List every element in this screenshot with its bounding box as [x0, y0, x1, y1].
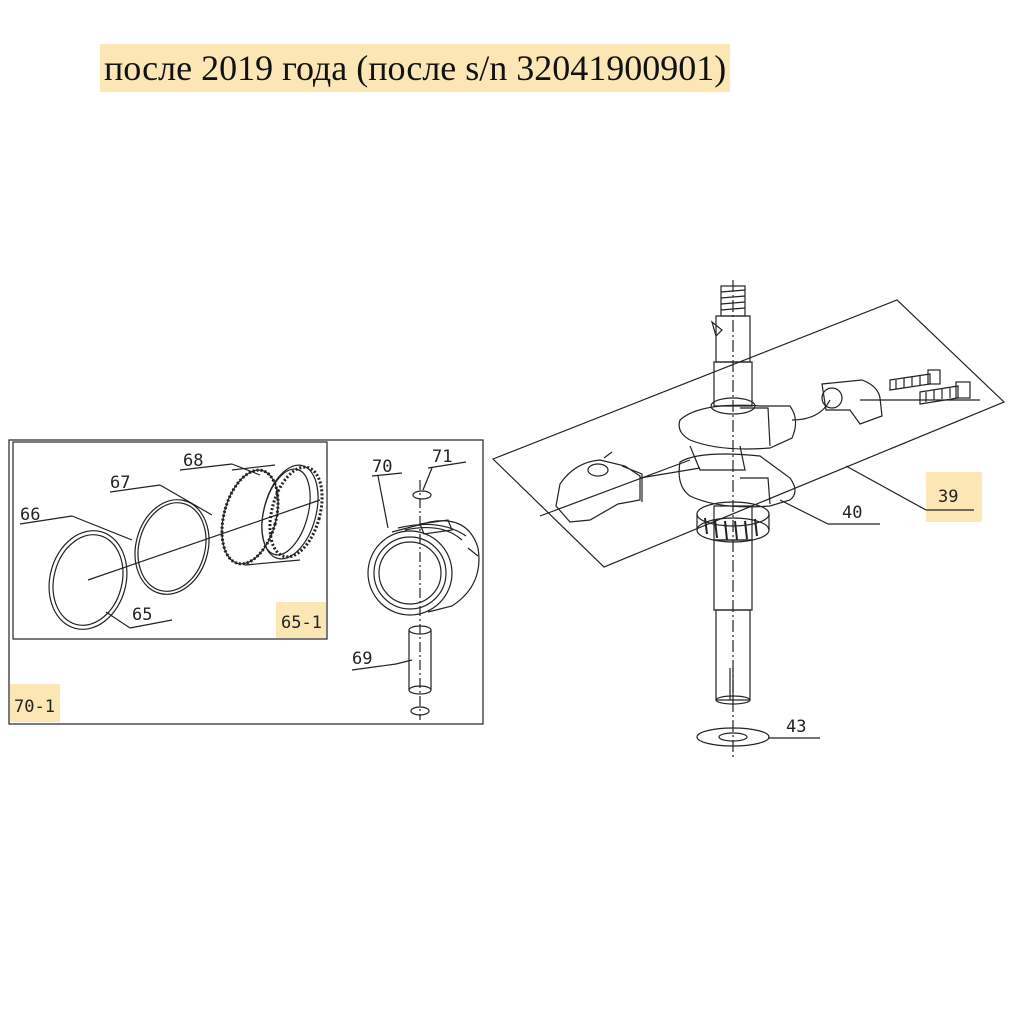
callout-67: 67	[110, 473, 130, 493]
callout-66: 66	[20, 505, 40, 525]
callout-65-1: 65-1	[281, 613, 322, 633]
piston-70	[367, 519, 480, 616]
assembly-plane	[491, 299, 1006, 568]
ring-66	[48, 530, 128, 630]
callout-69: 69	[352, 649, 372, 669]
callout-39: 39	[938, 487, 958, 507]
leader-71	[422, 467, 433, 491]
rod-axis-line	[539, 459, 691, 517]
leader-70	[377, 475, 389, 529]
label-70-1-highlight	[10, 684, 60, 722]
label-65-1-highlight	[276, 602, 326, 638]
leader-67	[159, 484, 213, 516]
callout-70-1: 70-1	[14, 697, 55, 717]
leader-40	[779, 499, 829, 525]
leader-67-base	[109, 484, 161, 493]
rod-cap	[821, 379, 883, 425]
title-text: после 2019 года (после s/n 32041900901)	[104, 48, 727, 88]
label-39-highlight	[926, 472, 982, 522]
callout-65: 65	[132, 605, 152, 625]
leader-68-base	[179, 463, 233, 471]
kit-65-1-frame	[12, 441, 328, 640]
callout-71: 71	[432, 447, 452, 467]
rod-link-line	[639, 467, 701, 479]
leader-66-base	[19, 515, 73, 525]
leader-66	[71, 515, 133, 541]
washer-43	[696, 727, 770, 747]
ring-set-68	[220, 464, 324, 566]
cap-link-line	[791, 399, 831, 421]
ring-67	[134, 499, 210, 595]
callout-70: 70	[372, 457, 392, 477]
kit-70-1-frame	[8, 439, 484, 725]
callout-40: 40	[842, 503, 862, 523]
leader-68	[231, 463, 261, 476]
callout-68: 68	[183, 451, 203, 471]
callout-43: 43	[786, 717, 806, 737]
page-title: после 2019 года (после s/n 32041900901)	[100, 44, 731, 92]
leader-69	[395, 659, 413, 665]
connecting-rod	[555, 451, 643, 523]
leader-65-base	[129, 619, 173, 629]
rod-bolt-lower	[919, 381, 971, 405]
leader-70-base	[371, 472, 403, 477]
circlip-71-top	[412, 490, 432, 500]
leader-65	[105, 611, 131, 629]
leader-71-base	[427, 461, 467, 469]
rod-bolt-upper	[889, 369, 941, 391]
leader-39	[845, 465, 927, 511]
ring-axis-line	[87, 499, 321, 581]
leader-69-base	[351, 663, 397, 671]
